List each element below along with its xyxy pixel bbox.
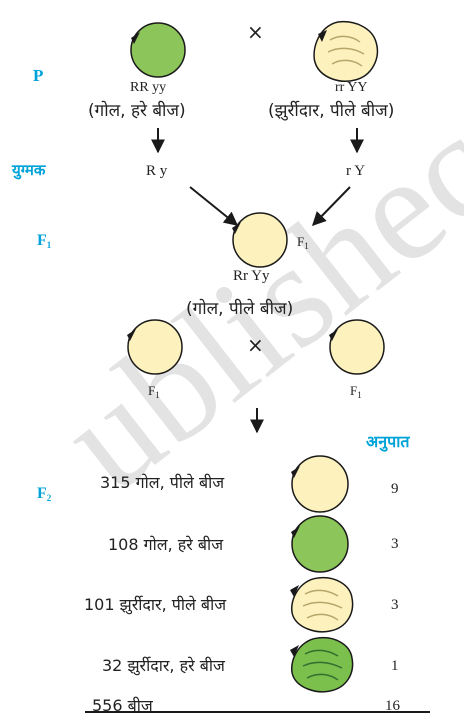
f2-row-ratio: 3 (391, 536, 399, 552)
f2-row-text: 32 झुर्रीदार, हरे बीज (102, 656, 225, 675)
f1-cross-left-label: F1 (148, 383, 160, 400)
f1-seed-label: F1 (297, 234, 309, 251)
f2-row-text: 101 झुर्रीदार, पीले बीज (84, 595, 227, 614)
f2-yellow-round-seed (291, 455, 349, 513)
f2-yellow-wrinkled-seed (290, 576, 354, 633)
gamete-left: R y (146, 163, 168, 179)
parent-left-genotype: RR yy (130, 80, 167, 95)
parent-right-phenotype: (झुर्रीदार, पीले बीज) (268, 101, 395, 121)
seed-hilum-mark (131, 32, 140, 44)
f1-cross-symbol: × (247, 333, 264, 357)
f1-yellow-round-seed (232, 212, 288, 268)
ratio-header: अनुपात (366, 432, 410, 451)
parent-right-genotype: rr YY (335, 80, 368, 95)
total-ratio: 16 (385, 698, 400, 714)
parent-left-phenotype: (गोल, हरे बीज) (88, 101, 186, 121)
f1-genotype: Rr Yy (233, 268, 270, 284)
f1-cross-left-seed (127, 319, 183, 375)
f2-row-ratio: 9 (391, 481, 399, 497)
f2-row-ratio: 3 (391, 597, 399, 613)
f2-row-ratio: 1 (391, 658, 399, 674)
f2-row-text: 315 गोल, पीले बीज (100, 473, 225, 492)
f1-cross-right-seed (329, 319, 385, 375)
arrow-gamete-left-to-f1 (189, 186, 239, 226)
f2-green-round-seed (291, 515, 349, 573)
arrow-gamete-right-to-f1 (312, 186, 351, 227)
generation-label-f1: F1 (37, 232, 52, 250)
generation-label-gametes: युग्मक (12, 161, 46, 179)
f1-phenotype: (गोल, पीले बीज) (186, 299, 294, 319)
generation-label-p: P (33, 66, 44, 85)
f2-row-text: 108 गोल, हरे बीज (108, 535, 224, 554)
f1-cross-right-label: F1 (350, 383, 362, 400)
gamete-right: r Y (346, 163, 366, 179)
f2-green-wrinkled-seed (290, 636, 354, 693)
parent-cross-symbol: × (247, 20, 264, 44)
generation-label-f2: F2 (37, 485, 52, 503)
parent-green-round-seed (130, 22, 186, 78)
parent-yellow-wrinkled-seed (313, 20, 378, 82)
total-seeds-text: 556 बीज (92, 696, 153, 715)
